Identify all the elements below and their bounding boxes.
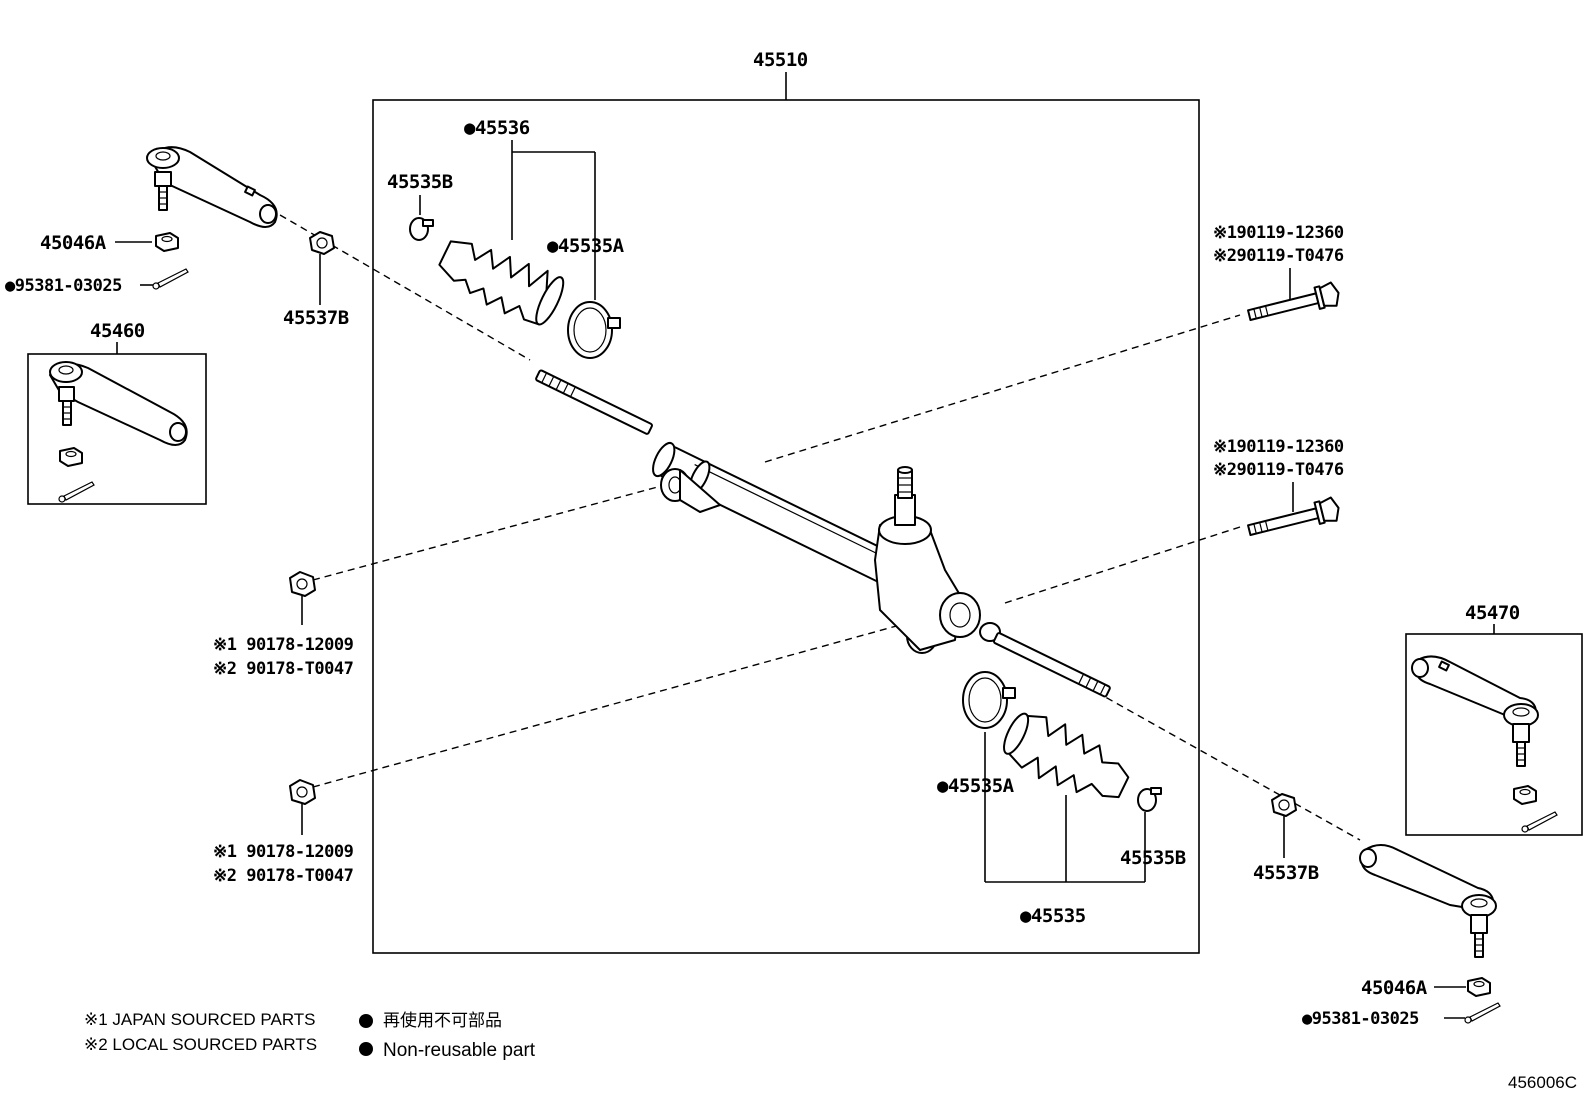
kit-right-nut-icon <box>1513 785 1537 805</box>
illustration-code: 456006C <box>1508 1073 1577 1092</box>
label-nut-upper-1[interactable]: ※1 90178-12009 <box>213 635 354 655</box>
label-boot-set-top[interactable]: ●45536 <box>464 117 530 139</box>
clamp-small-bottom-icon <box>1137 787 1162 812</box>
cotter-pin-left-icon <box>152 268 189 290</box>
kit-right-tie-rod-end-icon <box>1411 655 1539 767</box>
label-rack-end-nut-left[interactable]: 45537B <box>283 307 349 329</box>
clamp-large-top-icon <box>567 301 621 359</box>
boot-bottom-icon <box>1003 712 1130 799</box>
mount-nut-lower-icon <box>289 779 316 805</box>
legend-bullet-icon <box>359 1014 373 1028</box>
label-clamp-large-top[interactable]: ●45535A <box>547 235 625 257</box>
mount-bolt-upper-icon <box>1247 281 1340 322</box>
mount-nut-upper-group: ※1 90178-12009 ※2 90178-T0047 <box>213 571 354 679</box>
label-tie-rod-end-right-kit[interactable]: 45470 <box>1465 602 1520 624</box>
label-bolt-lower-1[interactable]: ※190119-12360 <box>1213 437 1344 457</box>
label-bolt-upper-1[interactable]: ※190119-12360 <box>1213 223 1344 243</box>
label-clamp-large-bottom[interactable]: ●45535A <box>937 775 1015 797</box>
kit-left-tie-rod-end-icon <box>49 361 188 446</box>
label-clamp-small-bottom[interactable]: 45535B <box>1120 847 1186 869</box>
nut-right-icon <box>1467 977 1491 997</box>
label-tie-rod-end-nut-left[interactable]: 45046A <box>40 232 107 254</box>
tie-rod-end-left-icon <box>146 146 278 228</box>
left-tie-rod-end-group: 45046A ●95381-03025 45537B <box>5 146 349 329</box>
legend-non-reusable-jp: 再使用不可部品 <box>383 1010 502 1030</box>
label-cotter-pin-left[interactable]: ●95381-03025 <box>5 276 123 296</box>
rack-end-nut-left-icon <box>309 231 335 255</box>
legend-non-reusable-en: Non-reusable part <box>383 1040 536 1061</box>
label-nut-lower-2[interactable]: ※2 90178-T0047 <box>213 866 354 886</box>
legend-local-sourced: ※2 LOCAL SOURCED PARTS <box>84 1035 317 1054</box>
mount-bolt-lower-icon <box>1247 496 1340 537</box>
nut-left-icon <box>155 232 179 252</box>
tie-rod-end-left-kit-group: 45460 <box>27 320 207 505</box>
label-nut-upper-2[interactable]: ※2 90178-T0047 <box>213 659 354 679</box>
label-bolt-lower-2[interactable]: ※290119-T0476 <box>1213 460 1344 480</box>
legend-bullet-icon <box>359 1042 373 1056</box>
right-tie-rod-end-group: 45537B 45046A ●95381-03025 <box>1253 793 1501 1029</box>
mount-nut-upper-icon <box>289 571 316 597</box>
bottom-boot-group: ●45535A 45535B ●45535 <box>937 671 1186 927</box>
kit-left-cotter-pin-icon <box>58 481 95 503</box>
label-bolt-upper-2[interactable]: ※290119-T0476 <box>1213 246 1344 266</box>
clamp-small-top-icon <box>409 217 434 241</box>
steering-rack-housing-icon <box>535 369 1111 698</box>
mount-nut-lower-group: ※1 90178-12009 ※2 90178-T0047 <box>213 779 354 886</box>
label-nut-lower-1[interactable]: ※1 90178-12009 <box>213 842 354 862</box>
label-tie-rod-end-nut-right[interactable]: 45046A <box>1361 977 1428 999</box>
label-rack-end-nut-right[interactable]: 45537B <box>1253 862 1319 884</box>
label-boot-set-bottom[interactable]: ●45535 <box>1020 905 1086 927</box>
label-tie-rod-end-left-kit[interactable]: 45460 <box>90 320 145 342</box>
label-main-assembly[interactable]: 45510 <box>753 49 808 71</box>
mount-bolt-upper-group: ※190119-12360 ※290119-T0476 <box>1213 223 1344 322</box>
mount-bolt-lower-group: ※190119-12360 ※290119-T0476 <box>1213 437 1344 537</box>
main-assembly-group: 45510 <box>372 49 1200 954</box>
boot-top-icon <box>438 240 565 326</box>
kit-right-cotter-pin-icon <box>1521 811 1558 833</box>
rack-end-nut-right-icon <box>1271 793 1297 817</box>
legend-japan-sourced: ※1 JAPAN SOURCED PARTS <box>84 1010 316 1029</box>
label-clamp-small-top[interactable]: 45535B <box>387 171 453 193</box>
legend: ※1 JAPAN SOURCED PARTS ※2 LOCAL SOURCED … <box>84 1010 536 1061</box>
tie-rod-end-right-kit-group: 45470 <box>1405 602 1583 836</box>
label-cotter-pin-right[interactable]: ●95381-03025 <box>1302 1009 1420 1029</box>
kit-left-nut-icon <box>59 447 83 467</box>
clamp-large-bottom-icon <box>962 671 1016 729</box>
tie-rod-end-right-icon <box>1359 844 1497 958</box>
cotter-pin-right-icon <box>1464 1002 1501 1024</box>
top-boot-group: ●45536 45535B ●45535A <box>387 117 625 359</box>
